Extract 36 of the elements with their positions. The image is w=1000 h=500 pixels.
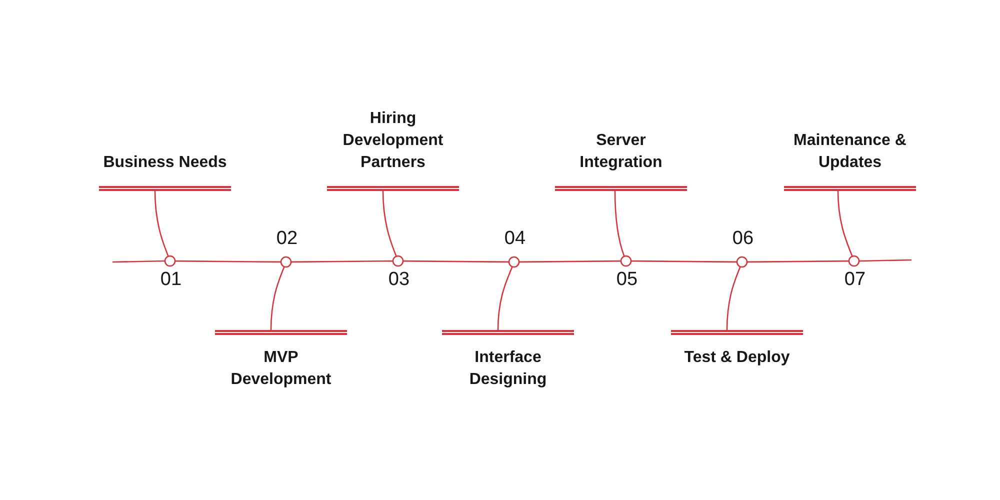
timeline-line <box>174 260 282 263</box>
leader-line <box>154 190 169 256</box>
step-number: 06 <box>732 228 754 250</box>
step-title: Server Integration <box>555 130 687 191</box>
leader-line <box>614 190 625 256</box>
timeline-dot <box>280 256 292 268</box>
timeline-line <box>290 260 394 263</box>
step-number: 05 <box>616 269 638 291</box>
step-title: MVP Development <box>215 330 347 391</box>
step-number: 03 <box>388 269 410 291</box>
leader-line <box>726 266 741 331</box>
leader-line <box>837 190 853 256</box>
timeline-line <box>402 260 510 263</box>
step-number: 07 <box>844 269 866 291</box>
step-number: 02 <box>276 228 298 250</box>
leader-line <box>270 266 285 331</box>
step-title: Test & Deploy <box>671 330 803 369</box>
step-number: 01 <box>160 269 182 291</box>
timeline-dot <box>508 256 520 268</box>
timeline-line <box>746 260 850 263</box>
timeline-line <box>630 260 738 263</box>
timeline-dot <box>164 255 176 267</box>
step-number: 04 <box>504 228 526 250</box>
leader-line <box>382 190 397 256</box>
timeline-dot <box>848 255 860 267</box>
step-title: Hiring Development Partners <box>327 108 459 191</box>
timeline-line <box>112 260 166 263</box>
step-title: Interface Designing <box>442 330 574 391</box>
timeline-dot <box>620 255 632 267</box>
timeline-dot <box>736 256 748 268</box>
timeline-line <box>858 259 912 262</box>
timeline-dot <box>392 255 404 267</box>
leader-line <box>497 266 513 331</box>
timeline-line <box>518 260 622 263</box>
step-title: Business Needs <box>99 152 231 191</box>
step-title: Maintenance & Updates <box>784 130 916 191</box>
